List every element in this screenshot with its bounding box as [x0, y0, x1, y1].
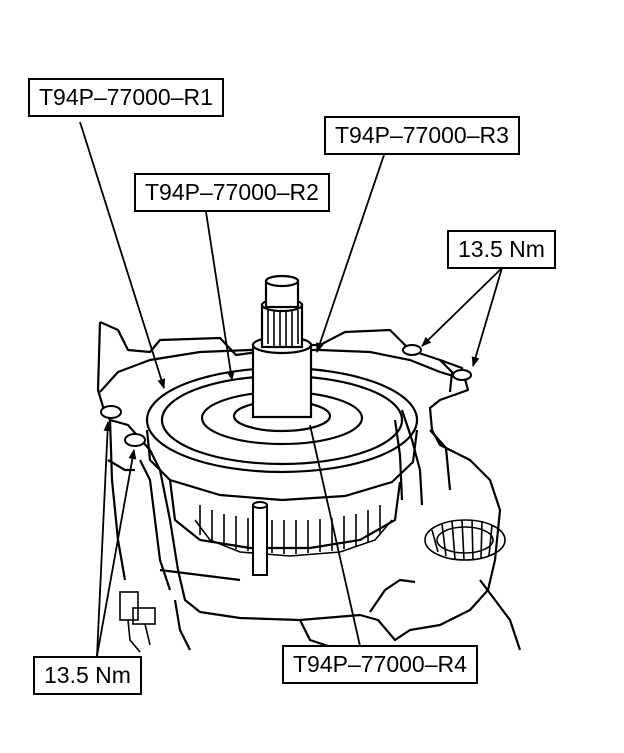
bolt-heads — [100, 344, 472, 447]
label-r3: T94P–77000–R3 — [324, 116, 520, 155]
label-torque-top: 13.5 Nm — [447, 230, 556, 269]
leader-lines — [79, 121, 503, 657]
shaft — [251, 274, 313, 419]
pin — [252, 501, 268, 576]
label-r4: T94P–77000–R4 — [282, 645, 478, 684]
connector-left — [119, 591, 156, 653]
shaft-splines — [267, 310, 299, 347]
label-r1: T94P–77000–R1 — [28, 78, 224, 117]
flange-plate — [99, 348, 461, 550]
gear-right — [424, 519, 506, 561]
label-torque-bottom: 13.5 Nm — [33, 656, 142, 695]
label-r2: T94P–77000–R2 — [134, 173, 330, 212]
